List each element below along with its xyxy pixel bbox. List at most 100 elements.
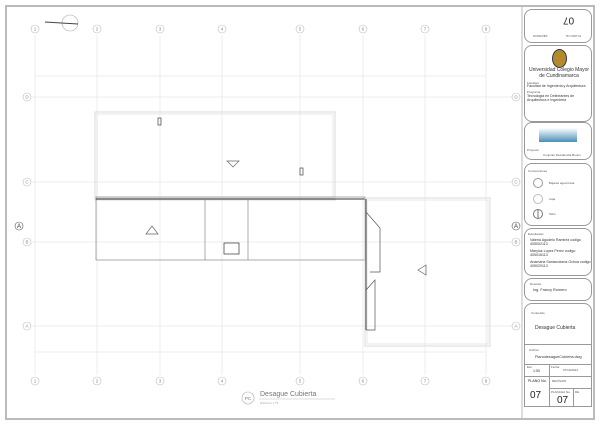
row-label-right-bubble [511,321,521,331]
convention-box: Caja [549,197,556,201]
drawing-tag: PC [245,396,252,401]
column-label-bottom: 5 [299,379,302,384]
roof-plan [94,111,491,347]
scale: 1:50 [533,369,540,373]
box-symbol-icon [533,194,543,204]
column-label-top: 5 [299,27,302,32]
student-1: Valeria Agudelo Ramirez codigo 405002113 [530,238,581,247]
column-label-bottom-bubble [30,376,40,386]
row-label-right: A [514,324,517,329]
project-name: Conjunto Residencial Bonus [543,153,581,157]
column-label-bottom-bubble [217,376,227,386]
conventions-label: Convenciones [528,169,548,173]
column-label-bottom: 4 [221,379,224,384]
drawing-scale: ESCALA 1:75 [260,401,279,405]
faculty: Facultad de Ingenieria y Arquitectura [527,84,586,88]
column-label-bottom-bubble [295,376,305,386]
column-label-top: 7 [424,27,427,32]
upper-roof-slab [94,111,336,201]
plano-number-rotated: 07 [563,14,575,26]
row-label-right: C [514,180,518,185]
convention-trap: Sifon [549,212,556,216]
row-label-left-bubble [22,92,32,102]
section-marker-right: A [514,224,518,230]
column-label-top: 6 [362,27,365,32]
column-label-top-bubble [217,24,227,34]
sheet-frame [5,5,595,420]
row-label-left-bubble [22,237,32,247]
content-label: Contenido [531,311,545,315]
file-label: Archivo [529,348,540,352]
plancha-label: PLANCHA No. [551,390,571,394]
file-name: PlanodesagueCubierta.dwg [535,355,582,359]
axis-grid [32,35,512,375]
drawing-tag-circle [241,391,255,405]
project-box: Proyecto Conjunto Residencial Bonus [524,122,592,160]
institution-box: Universidad Colegio Mayor de Cundinamarc… [524,45,592,122]
row-label-right-bubble [511,237,521,247]
column-label-top-bubble [295,24,305,34]
column-label-top-bubble [30,24,40,34]
revision-label-rotated: REVISION [533,34,548,38]
section-marker-left: A [17,224,21,230]
right-roof-block [364,197,491,347]
column-label-bottom: 7 [424,379,427,384]
date: 07/10/2014 [563,368,579,372]
column-label-bottom: 6 [362,379,365,384]
project-skyline-icon [539,128,577,142]
column-label-top: 1 [34,27,37,32]
row-label-left: D [25,95,29,100]
row-label-left-bubble [22,321,32,331]
row-label-left: A [25,324,28,329]
column-label-bottom-bubble [92,376,102,386]
row-label-right: D [514,95,518,100]
teacher-box: Docente Ing. Francy Romero [524,278,592,301]
plancha-number: 07 [557,395,569,406]
section-markers: A A [14,221,521,231]
row-label-right-bubble [511,92,521,102]
program-label: Programa [527,90,541,94]
conventions-box: Convenciones Bajante agua lluvia Caja Si… [524,163,592,226]
trap-symbol-icon [533,209,543,219]
convention-downpipe: Bajante agua lluvia [549,181,575,185]
program: Tecnologia en Delineantes de Arquitectur… [527,94,575,103]
plano-number: 07 [530,390,542,401]
column-label-top: 3 [159,27,162,32]
content: Desague Cubierta [535,325,576,331]
content-box: Contenido Desague Cubierta Archivo Plano… [524,303,592,407]
column-label-bottom: 2 [96,379,99,384]
de-label: DE [575,390,580,394]
date-label: Fecha [551,365,560,369]
downpipe-symbol-icon [533,178,543,188]
project-label: Proyecto [527,148,539,152]
row-label-left: C [25,180,29,185]
column-label-top-bubble [420,24,430,34]
column-label-bottom-bubble [420,376,430,386]
column-label-top: 8 [485,27,488,32]
student-2: Marylus Lopez Perez codigo 405016113 [530,249,576,258]
teacher: Ing. Francy Romero [533,288,567,292]
column-label-bottom: 1 [34,379,37,384]
plano-header-box: 07 PLANO No. REVISION [524,9,592,43]
row-label-left: B [25,240,28,245]
students-label: Estudiantes [528,232,544,236]
drawing-title: Desague Cubierta [260,391,317,398]
row-label-left-bubble [22,177,32,187]
scale-label: Esc [527,365,533,369]
column-label-top: 2 [96,27,99,32]
plano-label-rotated: PLANO No. [565,34,581,38]
column-label-bottom-bubble [155,376,165,386]
university-name: Universidad Colegio Mayor de Cundinamarc… [528,67,590,79]
column-label-top: 4 [221,27,224,32]
column-label-bottom: 8 [485,379,488,384]
row-label-right-bubble [511,177,521,187]
students-box: Estudiantes Valeria Agudelo Ramirez codi… [524,228,592,276]
column-label-top-bubble [155,24,165,34]
revision-label: REVISION [552,379,567,383]
row-label-right: B [514,240,517,245]
column-label-bottom: 3 [159,379,162,384]
north-arrow-icon [44,14,79,32]
university-seal-icon [552,49,567,68]
